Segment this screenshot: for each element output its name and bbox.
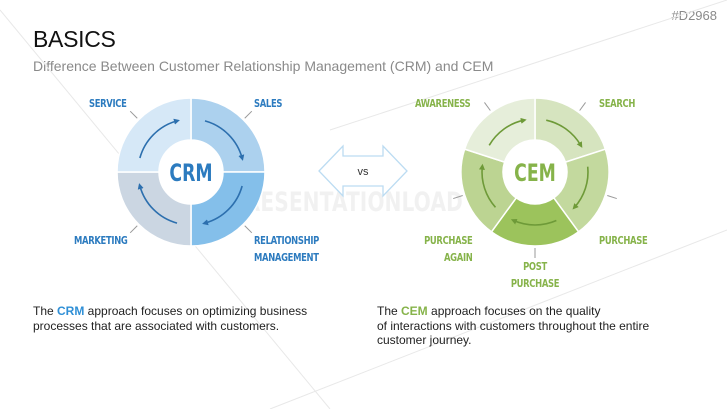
crm-leader-line <box>129 225 138 234</box>
cem-leader-line <box>607 195 617 200</box>
crm-arrow-icon <box>204 120 245 161</box>
crm-label-relationship-management: RELATIONSHIP MANAGEMENT <box>254 233 319 267</box>
cem-label-line: POST <box>523 261 547 273</box>
cem-description: The CEM approach focuses on the quality … <box>377 304 650 347</box>
cem-leader-line <box>579 102 586 111</box>
slide-subtitle: Difference Between Customer Relationship… <box>33 58 494 74</box>
vs-double-arrow-icon <box>318 144 408 198</box>
crm-leader-line <box>244 225 253 234</box>
slide-title: BASICS <box>33 26 116 52</box>
crm-cycle-diagram <box>116 97 266 247</box>
crm-arrow-icon <box>137 183 178 224</box>
cem-arrow-icon <box>546 119 583 148</box>
cem-label-line: PURCHASE <box>423 235 473 247</box>
crm-label-sales: SALES <box>254 98 283 110</box>
cem-label-awareness: AWARENESS <box>415 98 471 110</box>
cem-arrow-icon <box>488 117 527 146</box>
cem-leader-line <box>484 102 491 111</box>
cem-label-search: SEARCH <box>599 98 636 110</box>
crm-leader-line <box>244 110 253 119</box>
cem-highlight: CEM <box>401 304 428 318</box>
crm-description: The CRM approach focuses on optimizing b… <box>33 304 308 333</box>
cem-arrow-icon <box>572 166 589 210</box>
vs-label: vs <box>358 166 370 178</box>
crm-label-service: SERVICE <box>89 98 127 110</box>
cem-label-post-purchase: POST PURCHASE <box>507 259 563 293</box>
cem-label-purchase: PURCHASE <box>599 235 648 247</box>
cem-cycle-diagram <box>453 97 617 258</box>
slide-code: #D2968 <box>671 8 717 23</box>
cem-label-line: PURCHASE <box>510 278 560 290</box>
cem-arrow-icon <box>478 163 497 208</box>
crm-label-line: RELATIONSHIP <box>254 235 319 247</box>
crm-arrow-icon <box>139 118 180 159</box>
cem-leader-line <box>453 195 463 200</box>
cem-label-purchase-again: PURCHASE AGAIN <box>423 233 473 267</box>
crm-center-label: CRM <box>169 159 212 187</box>
crm-leader-line <box>129 110 138 119</box>
cem-center-label: CEM <box>514 159 556 187</box>
crm-label-marketing: MARKETING <box>74 235 128 247</box>
watermark: PRESENTATIONLOAD <box>230 187 463 218</box>
cem-arrow-icon <box>510 218 557 226</box>
crm-highlight: CRM <box>57 304 85 318</box>
crm-arrow-icon <box>202 185 243 226</box>
crm-label-line: MANAGEMENT <box>254 252 319 264</box>
cem-segment <box>463 97 536 164</box>
cem-label-line: AGAIN <box>443 252 473 264</box>
